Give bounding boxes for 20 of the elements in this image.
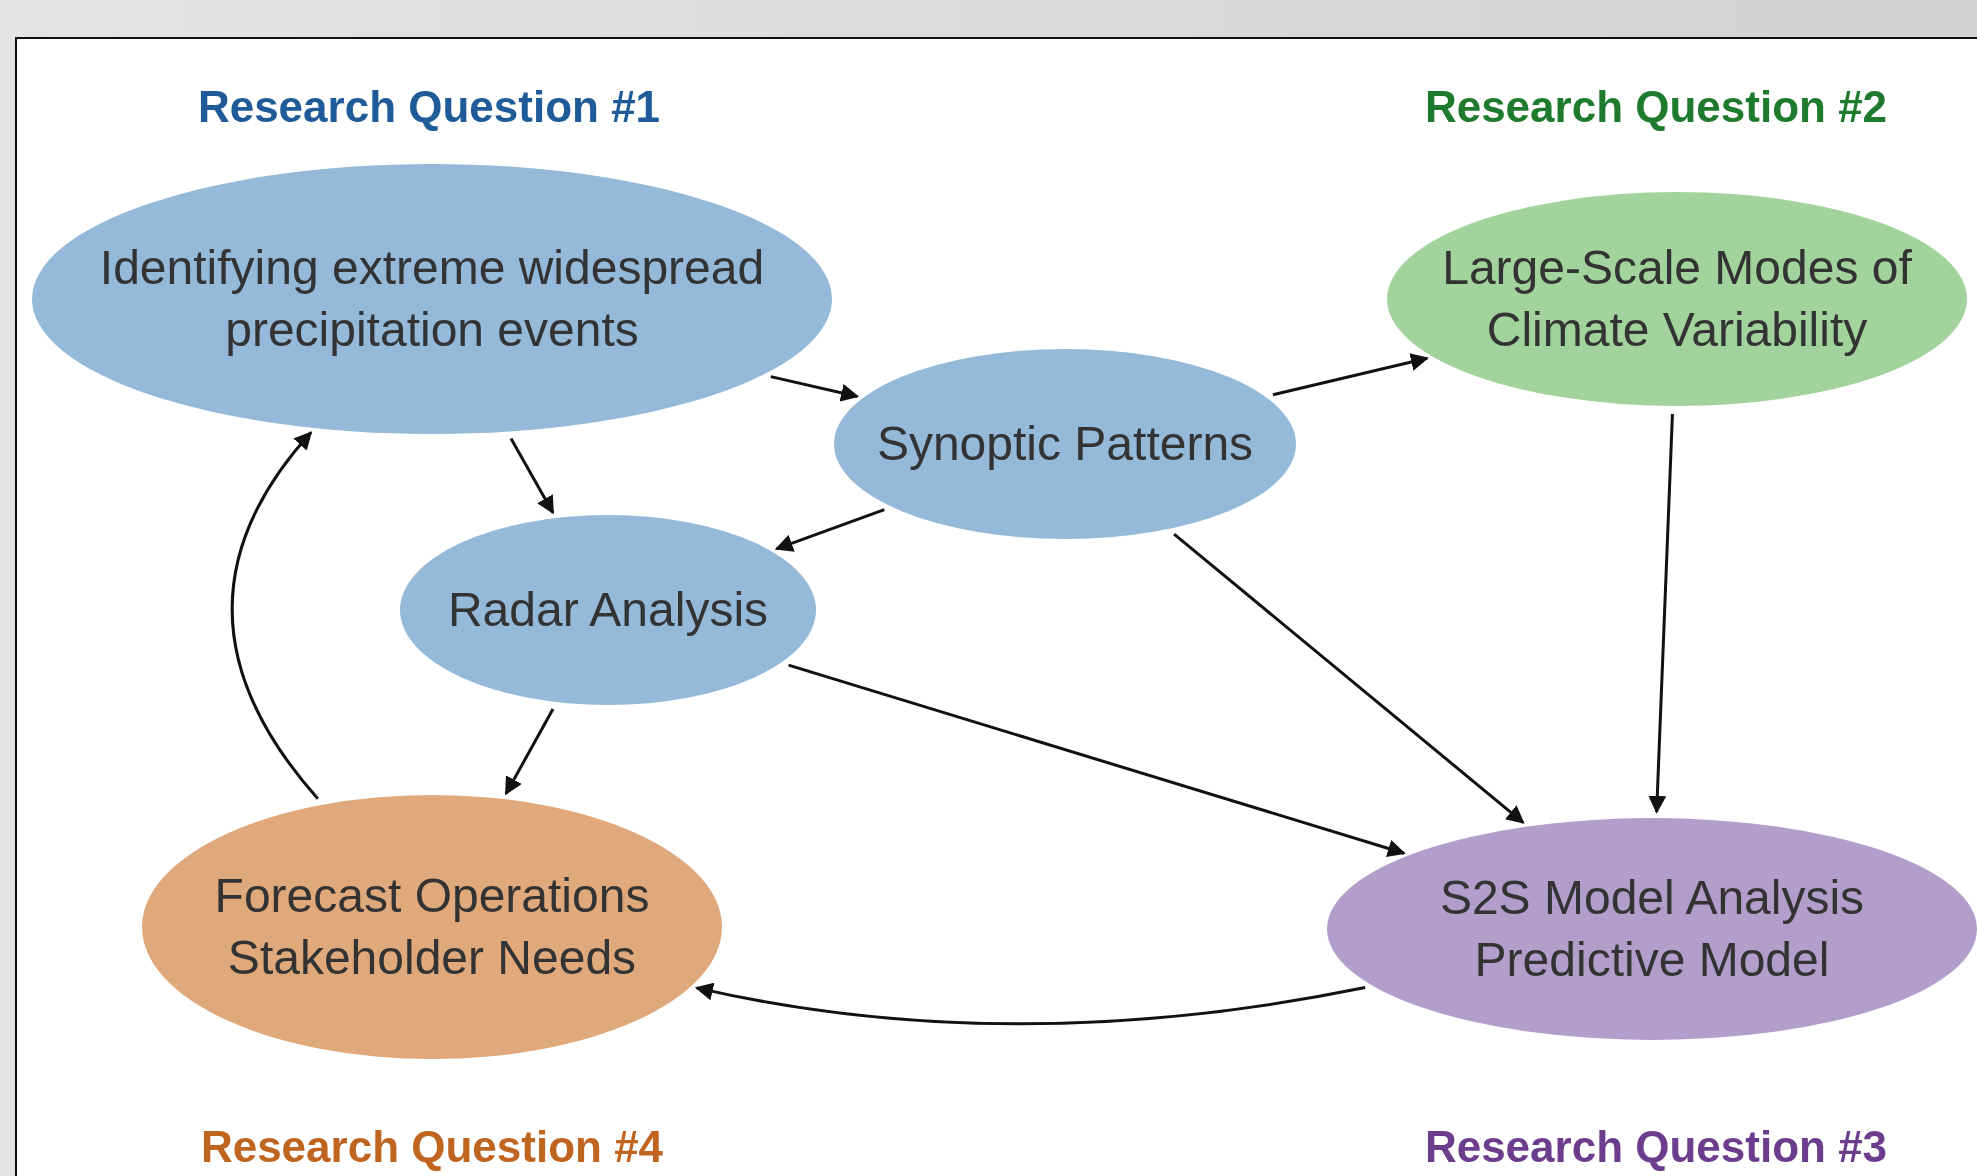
node-label: Identifying extreme widespread precipitation events — [98, 239, 766, 358]
arrow — [1648, 413, 1674, 814]
arrow — [788, 663, 1406, 858]
arrow — [509, 437, 555, 515]
arrow — [1272, 353, 1429, 397]
research-question-heading: Research Question #4 — [200, 1122, 664, 1172]
arrow — [230, 431, 319, 800]
arrow — [694, 982, 1366, 1026]
arrow — [1173, 533, 1525, 824]
node-label: Large-Scale Modes of Climate Variability — [1441, 239, 1913, 358]
node-label: Forecast Operations Stakeholder Needs — [213, 867, 651, 986]
node-label: S2S Model Analysis Predictive Model — [1438, 869, 1866, 988]
research-question-heading: Research Question #2 — [1424, 82, 1888, 132]
node-label: Radar Analysis — [447, 581, 769, 638]
arrow — [504, 708, 555, 796]
node-label: Synoptic Patterns — [876, 415, 1254, 472]
research-question-heading: Research Question #1 — [197, 82, 661, 132]
arrow — [774, 508, 885, 552]
arrow — [770, 375, 860, 402]
research-question-heading: Research Question #3 — [1424, 1122, 1888, 1172]
